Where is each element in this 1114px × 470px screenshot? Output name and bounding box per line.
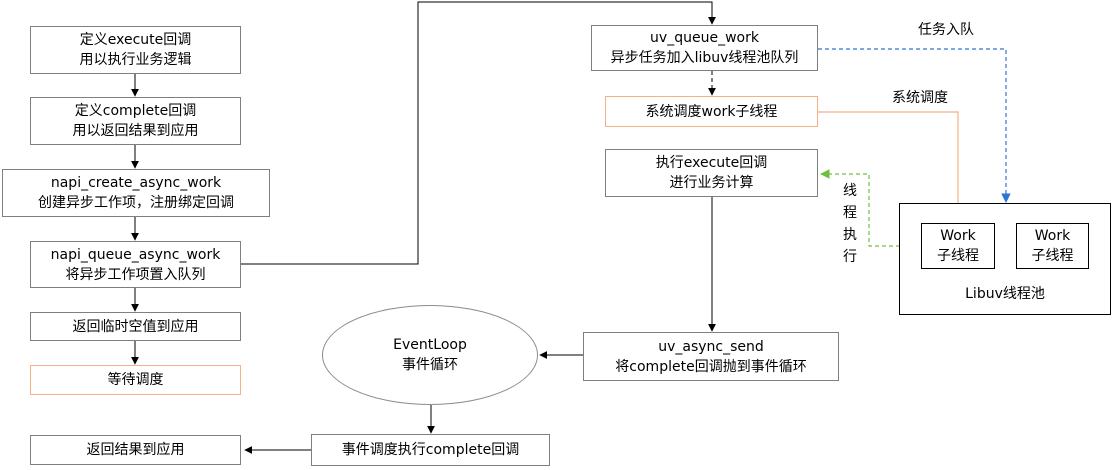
- node-libuv-pool-label: Libuv线程池: [965, 286, 1045, 302]
- node-create-async-work-line2: 创建异步工作项，注册绑定回调: [38, 195, 234, 211]
- edge-label-thread-exec: 线程执行: [843, 183, 857, 265]
- node-run-execute: 执行execute回调 进行业务计算: [605, 149, 818, 197]
- node-return-temp-null: 返回临时空值到应用: [30, 312, 241, 341]
- node-work-thread-2-line2: 子线程: [1031, 248, 1074, 264]
- node-define-complete-line1: 定义complete回调: [74, 103, 197, 119]
- node-define-execute: 定义execute回调 用以执行业务逻辑: [30, 26, 241, 74]
- edge-label-enqueue: 任务入队: [918, 22, 974, 38]
- node-uv-async-send: uv_async_send 将complete回调抛到事件循环: [583, 332, 839, 381]
- node-uv-queue-work: uv_queue_work 异步任务加入libuv线程池队列: [591, 25, 818, 71]
- node-uv-queue-work-line1: uv_queue_work: [650, 30, 759, 46]
- node-return-result-line1: 返回结果到应用: [86, 442, 185, 458]
- node-return-temp-null-line1: 返回临时空值到应用: [72, 318, 199, 335]
- node-schedule-work-thread: 系统调度work子线程: [605, 96, 818, 127]
- node-define-complete-line2: 用以返回结果到应用: [72, 123, 199, 139]
- node-queue-async-work-line1: napi_queue_async_work: [50, 246, 221, 263]
- node-work-thread-2-line1: Work: [1034, 228, 1071, 244]
- node-schedule-work-thread-line1: 系统调度work子线程: [645, 103, 778, 120]
- node-queue-async-work: napi_queue_async_work 将异步工作项置入队列: [30, 241, 241, 288]
- node-work-thread-1-line1: Work: [940, 228, 976, 244]
- node-event-loop-line2: 事件循环: [402, 357, 458, 373]
- node-queue-async-work-line2: 将异步工作项置入队列: [65, 266, 206, 283]
- node-work-thread-1-line2: 子线程: [937, 248, 979, 264]
- node-work-thread-2: Work 子线程: [1016, 223, 1089, 269]
- node-define-execute-line2: 用以执行业务逻辑: [79, 52, 192, 68]
- node-event-loop-line1: EventLoop: [393, 337, 467, 353]
- node-create-async-work-line1: napi_create_async_work: [50, 175, 222, 191]
- node-run-execute-line1: 执行execute回调: [655, 155, 768, 171]
- node-wait-schedule-line1: 等待调度: [107, 372, 164, 388]
- node-run-complete-line1: 事件调度执行complete回调: [341, 442, 520, 458]
- node-event-loop: EventLoop 事件循环: [322, 305, 538, 405]
- node-create-async-work: napi_create_async_work 创建异步工作项，注册绑定回调: [2, 169, 270, 217]
- node-define-execute-line1: 定义execute回调: [79, 32, 192, 48]
- node-uv-async-send-line1: uv_async_send: [658, 338, 764, 355]
- node-run-execute-line2: 进行业务计算: [669, 175, 754, 191]
- node-define-complete: 定义complete回调 用以返回结果到应用: [30, 97, 241, 145]
- node-work-thread-1: Work 子线程: [921, 223, 995, 269]
- node-run-complete: 事件调度执行complete回调: [311, 434, 550, 466]
- edge-label-system-schedule: 系统调度: [892, 90, 948, 106]
- node-wait-schedule: 等待调度: [30, 365, 241, 395]
- node-uv-async-send-line2: 将complete回调抛到事件循环: [615, 358, 807, 375]
- node-return-result: 返回结果到应用: [30, 435, 241, 465]
- node-uv-queue-work-line2: 异步任务加入libuv线程池队列: [610, 50, 799, 66]
